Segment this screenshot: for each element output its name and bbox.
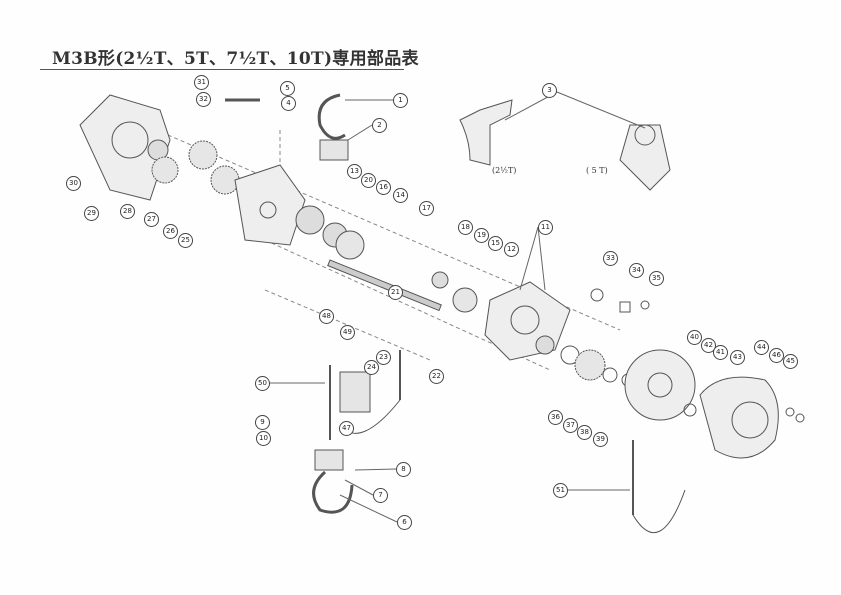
variant-suspender-parts — [459, 99, 671, 191]
part-callout-37: 37 — [563, 418, 578, 433]
part-callout-4: 4 — [281, 96, 296, 111]
hook-bottom-part — [312, 449, 354, 514]
hand-chain-part — [632, 440, 686, 534]
variant-caption-large: ( 5 T) — [586, 166, 608, 175]
part-callout-40: 40 — [687, 330, 702, 345]
part-callout-21: 21 — [388, 285, 403, 300]
gear-parts — [147, 139, 240, 195]
part-callout-19: 19 — [474, 228, 489, 243]
part-callout-27: 27 — [144, 212, 159, 227]
part-callout-38: 38 — [577, 425, 592, 440]
part-callout-46: 46 — [769, 348, 784, 363]
part-callout-26: 26 — [163, 224, 178, 239]
part-callout-34: 34 — [629, 263, 644, 278]
part-callout-31: 31 — [194, 75, 209, 90]
part-callout-50: 50 — [255, 376, 270, 391]
frame-plate-part — [234, 164, 306, 246]
part-callout-8: 8 — [396, 462, 411, 477]
part-callout-32: 32 — [196, 92, 211, 107]
part-callout-45: 45 — [783, 354, 798, 369]
part-callout-33: 33 — [603, 251, 618, 266]
part-callout-9: 9 — [255, 415, 270, 430]
part-callout-10: 10 — [256, 431, 271, 446]
part-callout-28: 28 — [120, 204, 135, 219]
diagram-title: M3B形(2½T、5T、7½T、10T)専用部品表 — [52, 49, 419, 69]
side-cover-part — [79, 94, 171, 201]
part-callout-51: 51 — [553, 483, 568, 498]
part-callout-17: 17 — [419, 201, 434, 216]
part-callout-25: 25 — [178, 233, 193, 248]
part-callout-7: 7 — [373, 488, 388, 503]
ratchet-parts — [535, 288, 650, 387]
frame-right-part — [484, 281, 571, 361]
part-callout-30: 30 — [66, 176, 81, 191]
hand-wheel-part — [624, 349, 697, 421]
part-callout-23: 23 — [376, 350, 391, 365]
part-callout-24: 24 — [364, 360, 379, 375]
part-callout-35: 35 — [649, 271, 664, 286]
part-callout-29: 29 — [84, 206, 99, 221]
hook-top-part — [317, 93, 349, 161]
part-callout-43: 43 — [730, 350, 745, 365]
part-callout-14: 14 — [393, 188, 408, 203]
part-callout-6: 6 — [397, 515, 412, 530]
part-callout-13: 13 — [347, 164, 362, 179]
part-callout-41: 41 — [713, 345, 728, 360]
part-callout-39: 39 — [593, 432, 608, 447]
brake-parts — [295, 205, 478, 313]
part-callout-3: 3 — [542, 83, 557, 98]
part-callout-22: 22 — [429, 369, 444, 384]
part-callout-11: 11 — [538, 220, 553, 235]
part-callout-1: 1 — [393, 93, 408, 108]
part-callout-49: 49 — [340, 325, 355, 340]
part-callout-20: 20 — [361, 173, 376, 188]
wheel-cover-part — [699, 376, 805, 459]
title-underline — [40, 69, 404, 70]
part-callout-36: 36 — [548, 410, 563, 425]
part-callout-5: 5 — [280, 81, 295, 96]
part-callout-18: 18 — [458, 220, 473, 235]
part-callout-15: 15 — [488, 236, 503, 251]
part-callout-44: 44 — [754, 340, 769, 355]
part-callout-47: 47 — [339, 421, 354, 436]
variant-caption-small: (2½T) — [492, 166, 517, 175]
leader-lines — [269, 91, 646, 523]
part-callout-48: 48 — [319, 309, 334, 324]
load-chain-part — [329, 350, 401, 440]
part-callout-16: 16 — [376, 180, 391, 195]
part-callout-2: 2 — [372, 118, 387, 133]
part-callout-12: 12 — [504, 242, 519, 257]
